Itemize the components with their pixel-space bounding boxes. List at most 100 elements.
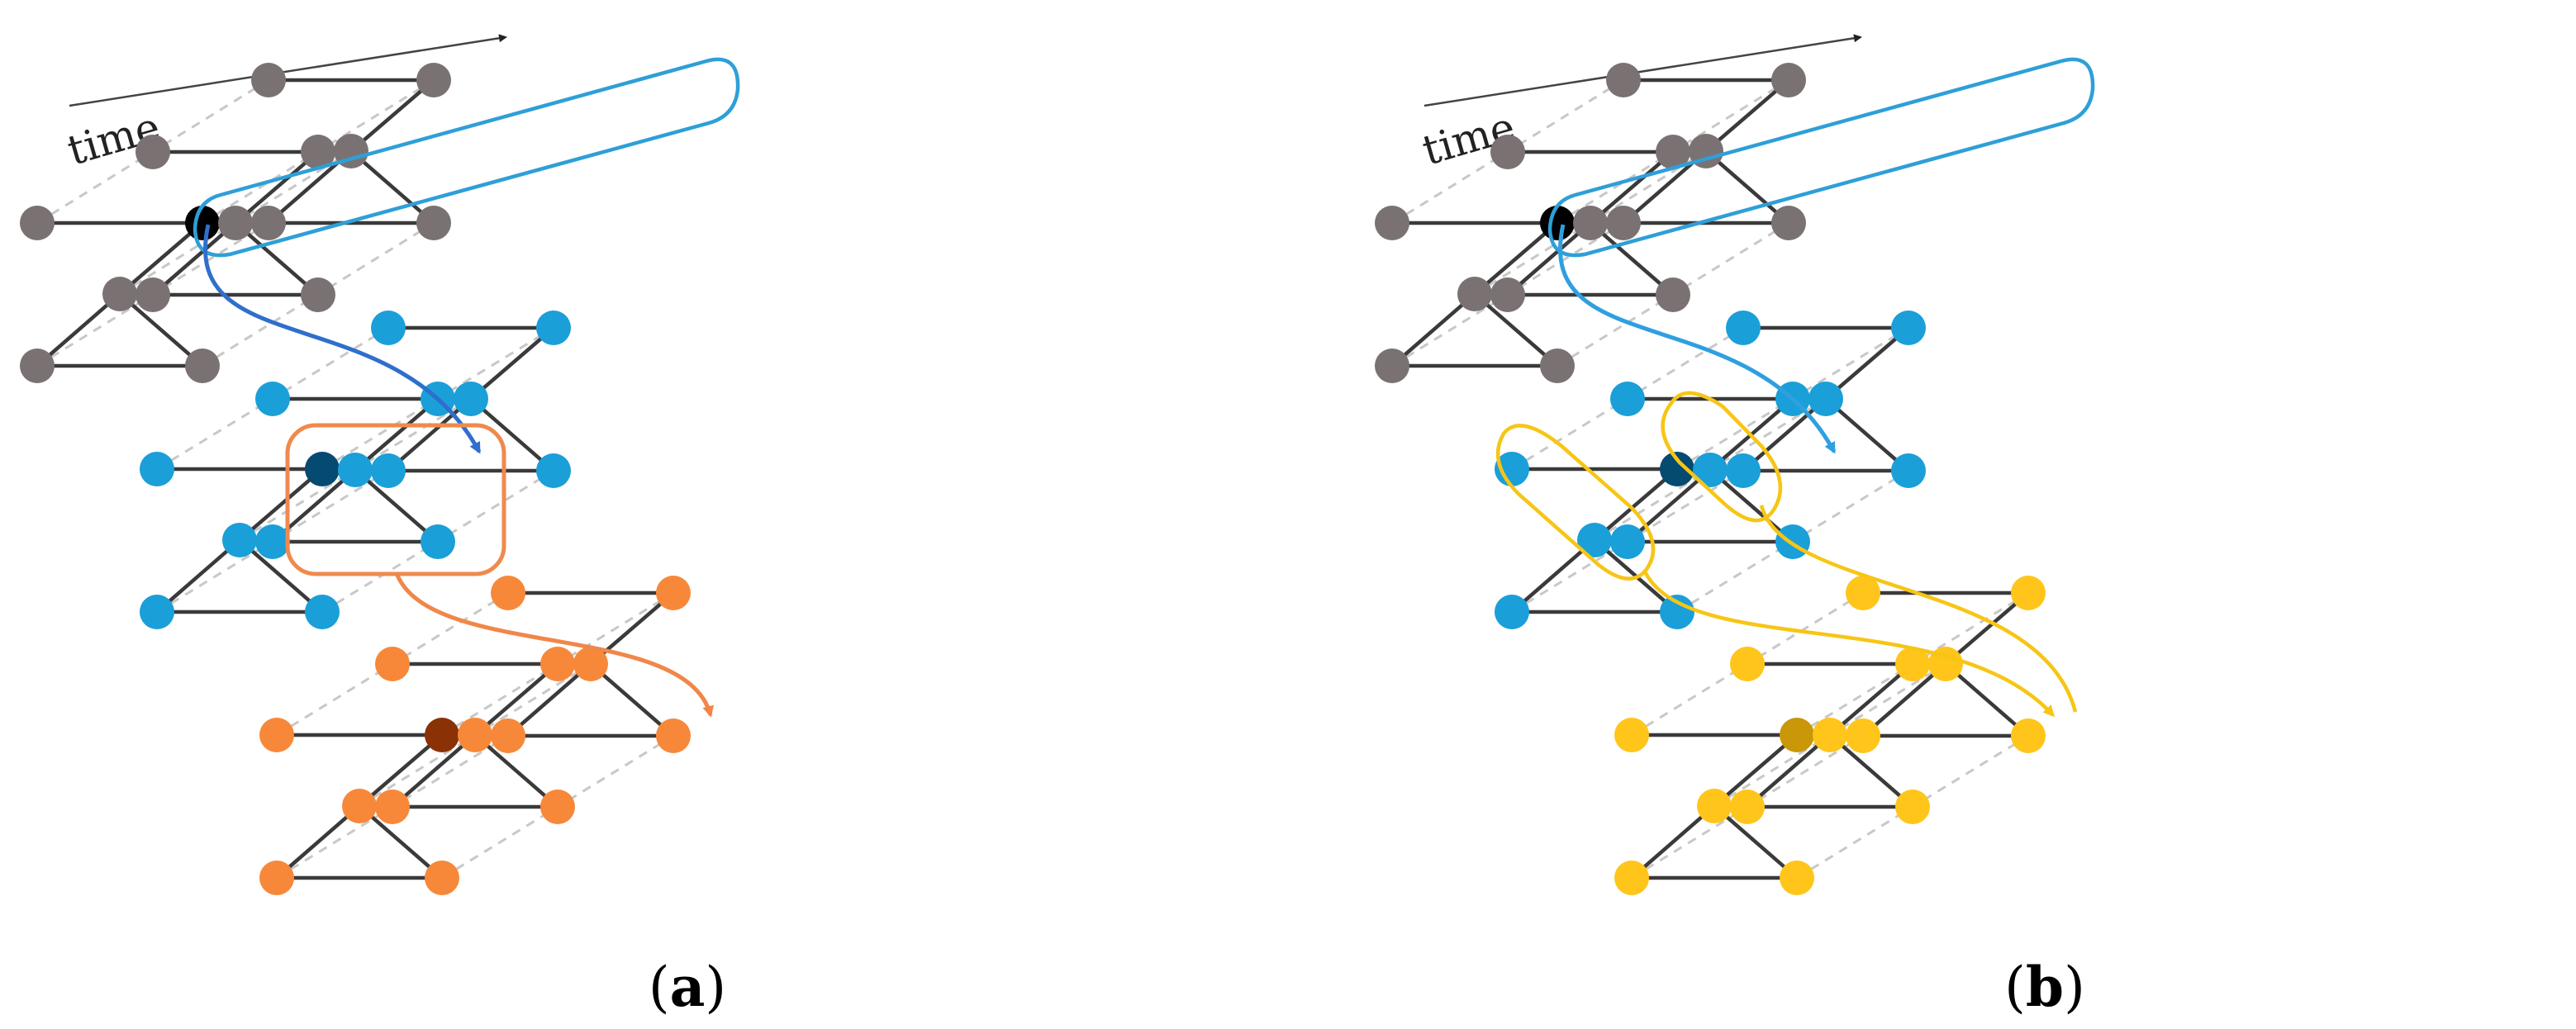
output-graph-node (342, 789, 377, 823)
hidden-graph-node (1495, 595, 1529, 629)
hidden-graph-node (1660, 595, 1694, 629)
output-graph-node (1846, 576, 1880, 610)
input-graph-slice-edge (150, 220, 238, 297)
hidden-graph-node (222, 523, 257, 557)
hidden-graph-node (255, 382, 290, 416)
panel-a-label: (a) (649, 955, 726, 1019)
input-graph-node (416, 63, 451, 97)
input-graph-slice-edge (349, 78, 436, 154)
hidden-graph-node (338, 453, 373, 487)
output-graph-slice-edge (473, 733, 560, 809)
panel-a-label-letter: a (670, 955, 706, 1019)
hidden-graph-node (1775, 524, 1810, 559)
input-graph-slice-edge (1472, 220, 1560, 296)
output-graph-slice-edge (506, 662, 593, 738)
input-graph-node (1457, 277, 1492, 311)
hidden-graph-slice-edge (1592, 467, 1680, 543)
input-graph-slice-edge (1588, 149, 1675, 225)
hidden-graph-node (140, 595, 174, 629)
input-graph-node (135, 135, 170, 169)
input-graph-node (1656, 135, 1690, 169)
aggregation-arrow-hidden-to-output (1759, 505, 2078, 713)
hidden-graph-highlighted-node (1660, 452, 1694, 486)
hidden-graph-slice-edge (353, 467, 440, 544)
hidden-graph-slice-edge (353, 396, 440, 472)
output-graph-node (1614, 861, 1649, 895)
output-graph-node (1846, 718, 1880, 753)
output-graph-node (1895, 790, 1930, 824)
hidden-graph-node (1610, 524, 1645, 559)
hidden-graph-slice-edge (1741, 396, 1828, 473)
input-graph-node (251, 63, 286, 97)
hidden-graph-node (371, 453, 406, 488)
panel-b-label-letter: b (2026, 955, 2064, 1019)
output-graph-node (656, 576, 691, 610)
output-graph-slice-edge (1712, 804, 1799, 880)
output-graph-node (1697, 789, 1732, 823)
input-graph-node (1606, 63, 1641, 97)
hidden-graph-node (140, 452, 174, 486)
time-axis-arrow (1423, 34, 1862, 107)
input-graph-node (1490, 277, 1525, 312)
input-graph-slice-edge (117, 292, 205, 368)
hidden-graph-node (1808, 382, 1843, 416)
output-graph-node (1730, 790, 1765, 824)
hidden-graph-node (1726, 453, 1761, 488)
input-graph-slice-edge (1704, 149, 1791, 225)
input-graph-node (301, 135, 335, 169)
hidden-graph-slice-edge (237, 538, 325, 614)
hidden-graph-node (1891, 311, 1926, 345)
input-graph-node (20, 206, 55, 240)
hidden-graph-slice-edge (468, 325, 556, 401)
input-graph-node (1771, 206, 1806, 240)
input-graph-highlighted-node (1540, 206, 1575, 240)
input-graph-node (1606, 206, 1641, 240)
hidden-graph-node (1577, 523, 1612, 557)
input-graph-node (1375, 206, 1409, 240)
output-graph-highlighted-node (425, 718, 459, 752)
hidden-graph-node (421, 524, 455, 559)
output-graph-slice-edge (390, 733, 478, 809)
hidden-graph-node (305, 595, 340, 629)
output-graph-node (573, 647, 608, 681)
temporal-window-outline (192, 57, 740, 258)
hidden-graph-node (1891, 453, 1926, 488)
output-graph-slice-edge (1712, 733, 1799, 808)
aggregation-arrow-input-to-hidden (203, 224, 482, 454)
input-graph-slice-edge (117, 220, 205, 296)
output-graph-node (491, 718, 525, 753)
output-graph-slice-edge (1745, 733, 1832, 809)
hidden-graph-node (1610, 382, 1645, 416)
hidden-graph-highlighted-node (305, 452, 340, 486)
input-graph-node (135, 277, 170, 312)
input-graph-node (102, 277, 137, 311)
output-graph-slice-edge (274, 804, 362, 880)
output-graph-slice-edge (1943, 662, 2031, 738)
output-graph-slice-edge (1943, 590, 2031, 666)
output-graph-node (1780, 861, 1814, 895)
input-graph-node (185, 349, 220, 383)
hidden-graph-node (536, 311, 571, 345)
hidden-graph-slice-edge (1708, 467, 1795, 544)
hidden-graph-node (536, 453, 571, 488)
hidden-graph-slice-edge (1509, 538, 1597, 614)
hidden-graph-slice-edge (1625, 467, 1713, 544)
input-graph-node (1490, 135, 1525, 169)
output-graph-slice-edge (1629, 804, 1717, 880)
aggregation-arrow-input-to-hidden (1558, 224, 1837, 454)
input-graph-node (1540, 349, 1575, 383)
hidden-graph-node (454, 382, 488, 416)
output-graph-node (2011, 576, 2046, 610)
output-graph-node (2011, 718, 2046, 753)
output-graph-slice-edge (1827, 733, 1915, 809)
time-axis-arrow (69, 34, 507, 107)
output-graph-node (1730, 647, 1765, 681)
hidden-graph-slice-edge (468, 396, 556, 473)
input-graph-node (416, 206, 451, 240)
input-graph-slice-edge (233, 149, 321, 225)
input-graph-node (251, 206, 286, 240)
input-graph-node (218, 206, 253, 240)
output-graph-node (259, 718, 294, 752)
output-graph-slice-edge (357, 804, 444, 880)
output-graph-slice-edge (473, 662, 560, 737)
